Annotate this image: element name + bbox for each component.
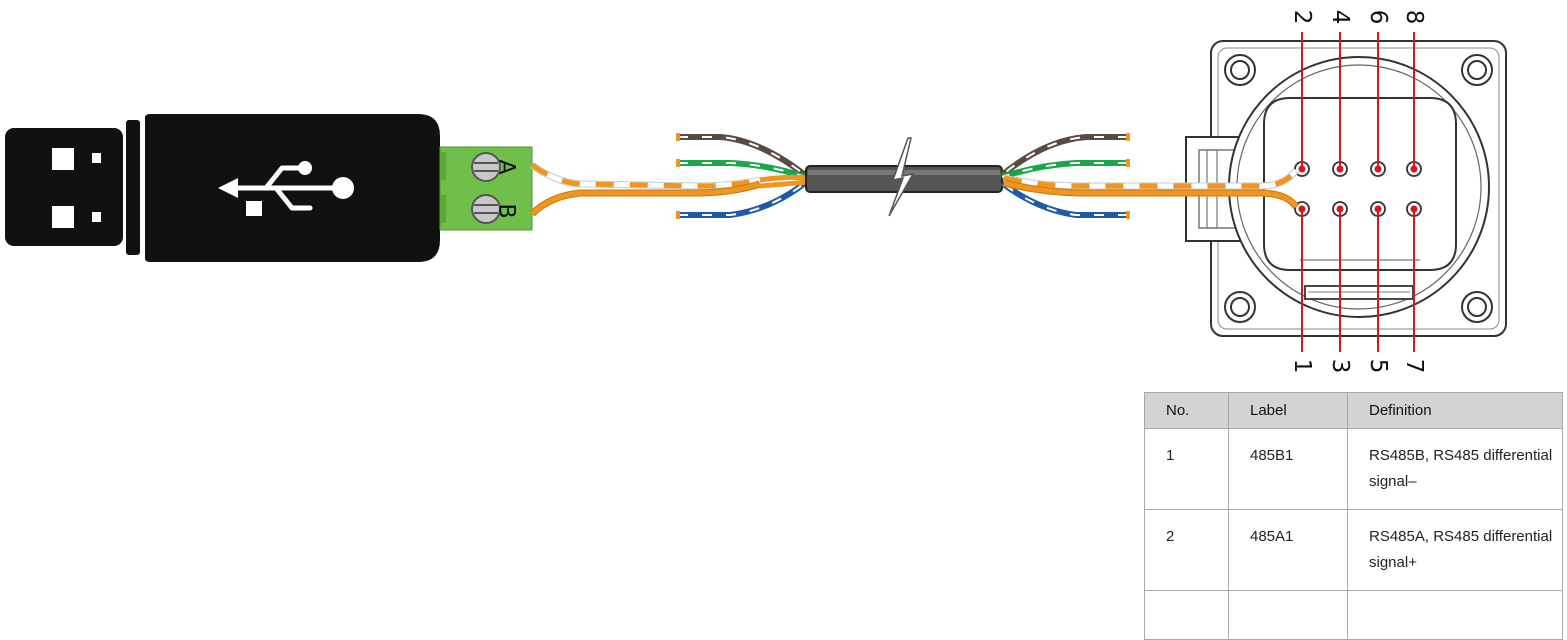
pin-number-6: 6 (1365, 10, 1391, 25)
table-row: 2 485A1 RS485A, RS485 differential signa… (1144, 509, 1563, 591)
cell-no: 1 (1144, 428, 1229, 510)
terminal-screw-a (471, 152, 501, 182)
cell-definition: RS485B, RS485 differential signal– (1347, 428, 1563, 510)
cell-label: 485B1 (1228, 428, 1348, 510)
table-header-row: No. Label Definition (1144, 392, 1563, 429)
pin-definition-table: No. Label Definition 1 485B1 RS485B, RS4… (1144, 392, 1563, 640)
pin-markers (1298, 165, 1418, 213)
mounting-holes (1224, 54, 1493, 323)
terminal-label-a: A (494, 159, 519, 174)
cell-definition: RS485A, RS485 differential signal+ (1347, 509, 1563, 591)
wire-a (529, 162, 761, 190)
usb-adapter (5, 114, 440, 262)
wire-b (529, 180, 762, 217)
table-row: 1 485B1 RS485B, RS485 differential signa… (1144, 428, 1563, 510)
usb-plug (5, 128, 123, 246)
pin-number-7: 7 (1401, 359, 1427, 374)
terminal-screw-b (471, 194, 501, 224)
left-wire-tips (676, 133, 680, 219)
left-fanout (678, 134, 809, 218)
cell-label: 485A1 (1228, 509, 1348, 591)
connector (1185, 40, 1507, 337)
pin-number-1: 1 (1289, 359, 1315, 374)
column-header-definition: Definition (1347, 392, 1563, 429)
pin-leaders (1301, 32, 1415, 352)
terminal-label-b: B (494, 203, 519, 218)
wiring-diagram: A B (5, 10, 1507, 374)
usb-collar (126, 120, 140, 255)
right-fanout (1000, 134, 1128, 218)
connector-face (1263, 97, 1457, 271)
usb-icon (229, 165, 339, 211)
pin-number-5: 5 (1365, 359, 1391, 374)
cable-break (888, 137, 915, 217)
cable-jacket (805, 137, 1003, 217)
pin-number-3: 3 (1327, 359, 1353, 374)
column-header-no: No. (1144, 392, 1229, 429)
table-row (1144, 590, 1563, 640)
pin-number-2: 2 (1289, 10, 1315, 25)
pin-number-4: 4 (1327, 10, 1353, 25)
column-header-label: Label (1228, 392, 1348, 429)
right-wire-tips (1126, 133, 1130, 219)
terminal-block: A B (439, 146, 533, 231)
connector-wires (1003, 167, 1299, 210)
cell-no: 2 (1144, 509, 1229, 591)
pin-number-8: 8 (1401, 10, 1427, 25)
